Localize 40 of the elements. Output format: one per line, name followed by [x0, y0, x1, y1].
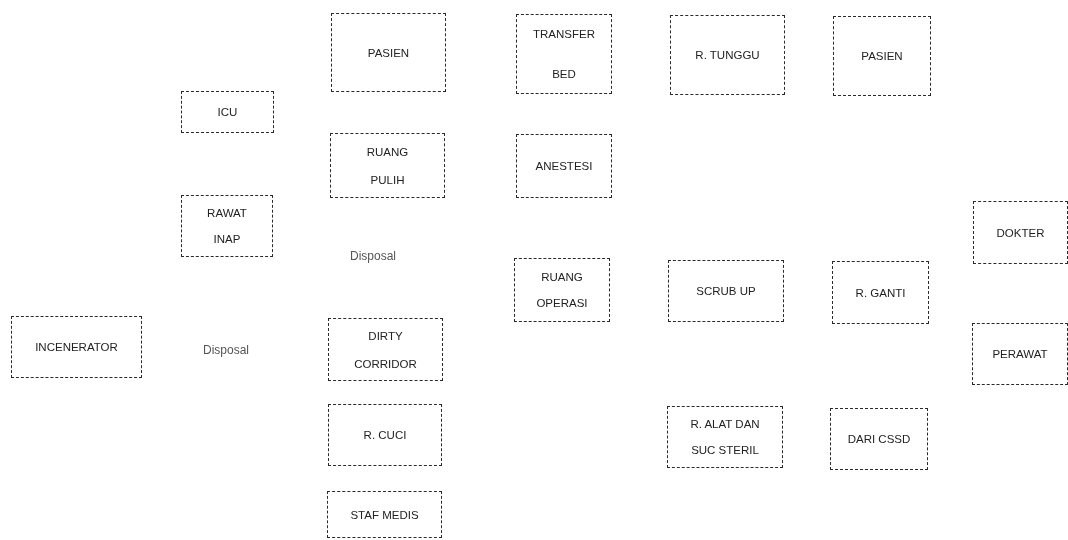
room-box	[667, 406, 783, 468]
room-box	[328, 404, 442, 466]
room-box	[331, 13, 446, 92]
room-label: ICU	[216, 105, 239, 120]
room-box	[181, 195, 273, 257]
flow-label: Disposal	[203, 343, 250, 357]
room-label: PASIEN	[860, 49, 904, 64]
room-box	[330, 133, 445, 198]
room-box	[832, 261, 929, 324]
room-box	[668, 260, 784, 322]
room-box	[516, 14, 612, 94]
room-label: R. TUNGGU	[694, 48, 761, 63]
room-label: PASIEN	[366, 45, 411, 61]
room-label: DOKTER	[995, 225, 1046, 241]
room-box	[11, 316, 142, 378]
room-label: INCENERATOR	[34, 340, 119, 355]
room-box	[328, 318, 443, 381]
room-box	[181, 91, 274, 133]
room-box	[972, 323, 1068, 385]
room-label: RUANG PULIH	[365, 144, 410, 188]
room-label: RAWAT INAP	[206, 206, 248, 247]
room-label: DARI CSSD	[846, 432, 912, 447]
room-box	[670, 15, 785, 95]
room-box	[973, 201, 1068, 264]
room-label: RUANG OPERASI	[535, 270, 589, 311]
room-label: R. ALAT DAN SUC STERIL	[689, 417, 761, 458]
room-label: STAF MEDIS	[349, 507, 420, 523]
room-label: R. CUCI	[362, 428, 408, 443]
room-box	[830, 408, 928, 470]
flow-label: Disposal	[350, 249, 397, 263]
room-label: PERAWAT	[991, 347, 1049, 362]
room-box	[516, 134, 612, 198]
room-box	[833, 16, 931, 96]
room-label: DIRTY CORRIDOR	[353, 328, 418, 372]
room-box	[514, 258, 610, 322]
room-label: R. GANTI	[854, 285, 907, 301]
room-box	[327, 491, 442, 538]
room-label: TRANSFER BED	[532, 27, 596, 82]
room-label: ANESTESI	[534, 159, 594, 174]
room-label: SCRUB UP	[695, 284, 757, 299]
